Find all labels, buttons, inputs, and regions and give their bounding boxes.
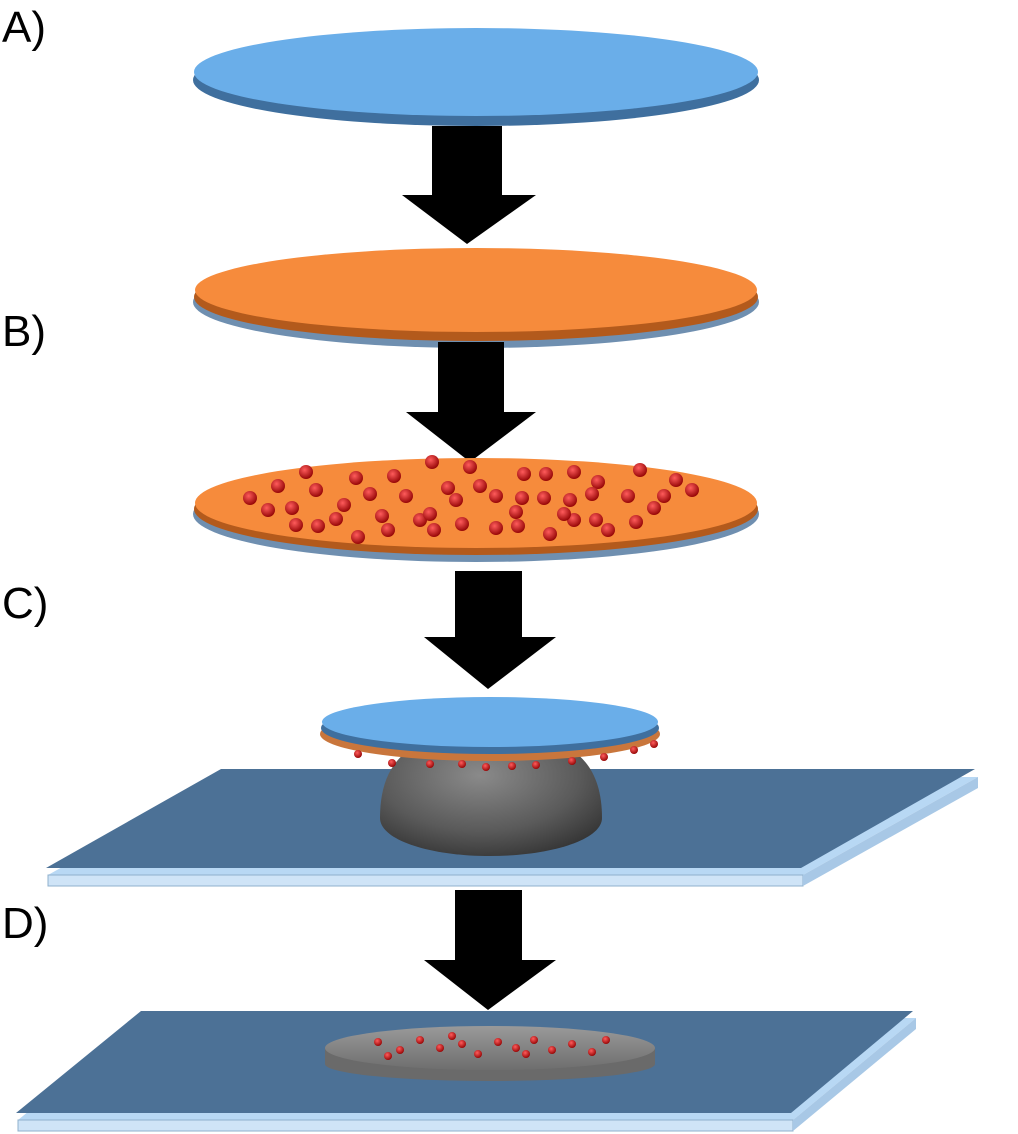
residue-particle (458, 1040, 466, 1048)
edge-particle (354, 750, 362, 758)
particle (543, 527, 557, 541)
particle (473, 479, 487, 493)
label-step-c: C) (2, 579, 48, 628)
particle (351, 530, 365, 544)
particle (629, 515, 643, 529)
edge-particle (600, 753, 608, 761)
particle (271, 479, 285, 493)
particle (309, 483, 323, 497)
residue-particle (494, 1038, 502, 1046)
edge-particle (532, 761, 540, 769)
blue-disc-a (193, 28, 759, 126)
edge-particle (482, 763, 490, 771)
residue-particle (530, 1036, 538, 1044)
residue-particle (448, 1032, 456, 1040)
particle (539, 467, 553, 481)
particle (375, 509, 389, 523)
edge-particle (388, 759, 396, 767)
particle (511, 519, 525, 533)
residue-disc-d (325, 1026, 655, 1081)
particle (489, 521, 503, 535)
particle (423, 507, 437, 521)
residue-particle (568, 1040, 576, 1048)
particle (557, 507, 571, 521)
blue-disc-c (320, 697, 660, 771)
label-step-d: D) (2, 899, 48, 948)
edge-particle (508, 762, 516, 770)
down-arrow-1 (402, 126, 536, 244)
edge-particle (568, 757, 576, 765)
particle (585, 487, 599, 501)
residue-particle (474, 1050, 482, 1058)
edge-particle (458, 760, 466, 768)
residue-particle (548, 1046, 556, 1054)
edge-particle (426, 760, 434, 768)
particle (387, 469, 401, 483)
residue-particle (374, 1038, 382, 1046)
particle (567, 465, 581, 479)
particle (515, 491, 529, 505)
particle (449, 493, 463, 507)
residue-particle (522, 1050, 530, 1058)
particle (311, 519, 325, 533)
residue-particle (588, 1048, 596, 1056)
particle (601, 523, 615, 537)
particle (489, 489, 503, 503)
particle (363, 487, 377, 501)
particle (329, 512, 343, 526)
particle (243, 491, 257, 505)
particle (563, 493, 577, 507)
particle (647, 501, 661, 515)
down-arrow-2 (406, 342, 536, 462)
particle (669, 473, 683, 487)
orange-disc-b (193, 248, 759, 348)
particle (463, 460, 477, 474)
particle (349, 471, 363, 485)
particle (685, 483, 699, 497)
orange-disc-with-particles (193, 455, 759, 562)
particle (633, 463, 647, 477)
particle (427, 523, 441, 537)
residue-particle (416, 1036, 424, 1044)
particle (399, 489, 413, 503)
particle (455, 517, 469, 531)
label-step-b: B) (2, 307, 46, 356)
particle (285, 501, 299, 515)
residue-particle (512, 1044, 520, 1052)
particle (425, 455, 439, 469)
particle (441, 481, 455, 495)
label-step-a: A) (2, 3, 46, 52)
residue-particle (396, 1046, 404, 1054)
down-arrow-4 (424, 890, 556, 1010)
particle (657, 489, 671, 503)
particle (337, 498, 351, 512)
residue-particle (384, 1052, 392, 1060)
edge-particle (650, 740, 658, 748)
particle (289, 518, 303, 532)
particle (261, 503, 275, 517)
particle (591, 475, 605, 489)
particle (517, 467, 531, 481)
particle (621, 489, 635, 503)
residue-particle (436, 1044, 444, 1052)
particle (537, 491, 551, 505)
particle (381, 523, 395, 537)
edge-particle (630, 746, 638, 754)
particle (589, 513, 603, 527)
residue-particle (602, 1036, 610, 1044)
down-arrow-3 (424, 571, 556, 689)
particle (509, 505, 523, 519)
particle (299, 465, 313, 479)
